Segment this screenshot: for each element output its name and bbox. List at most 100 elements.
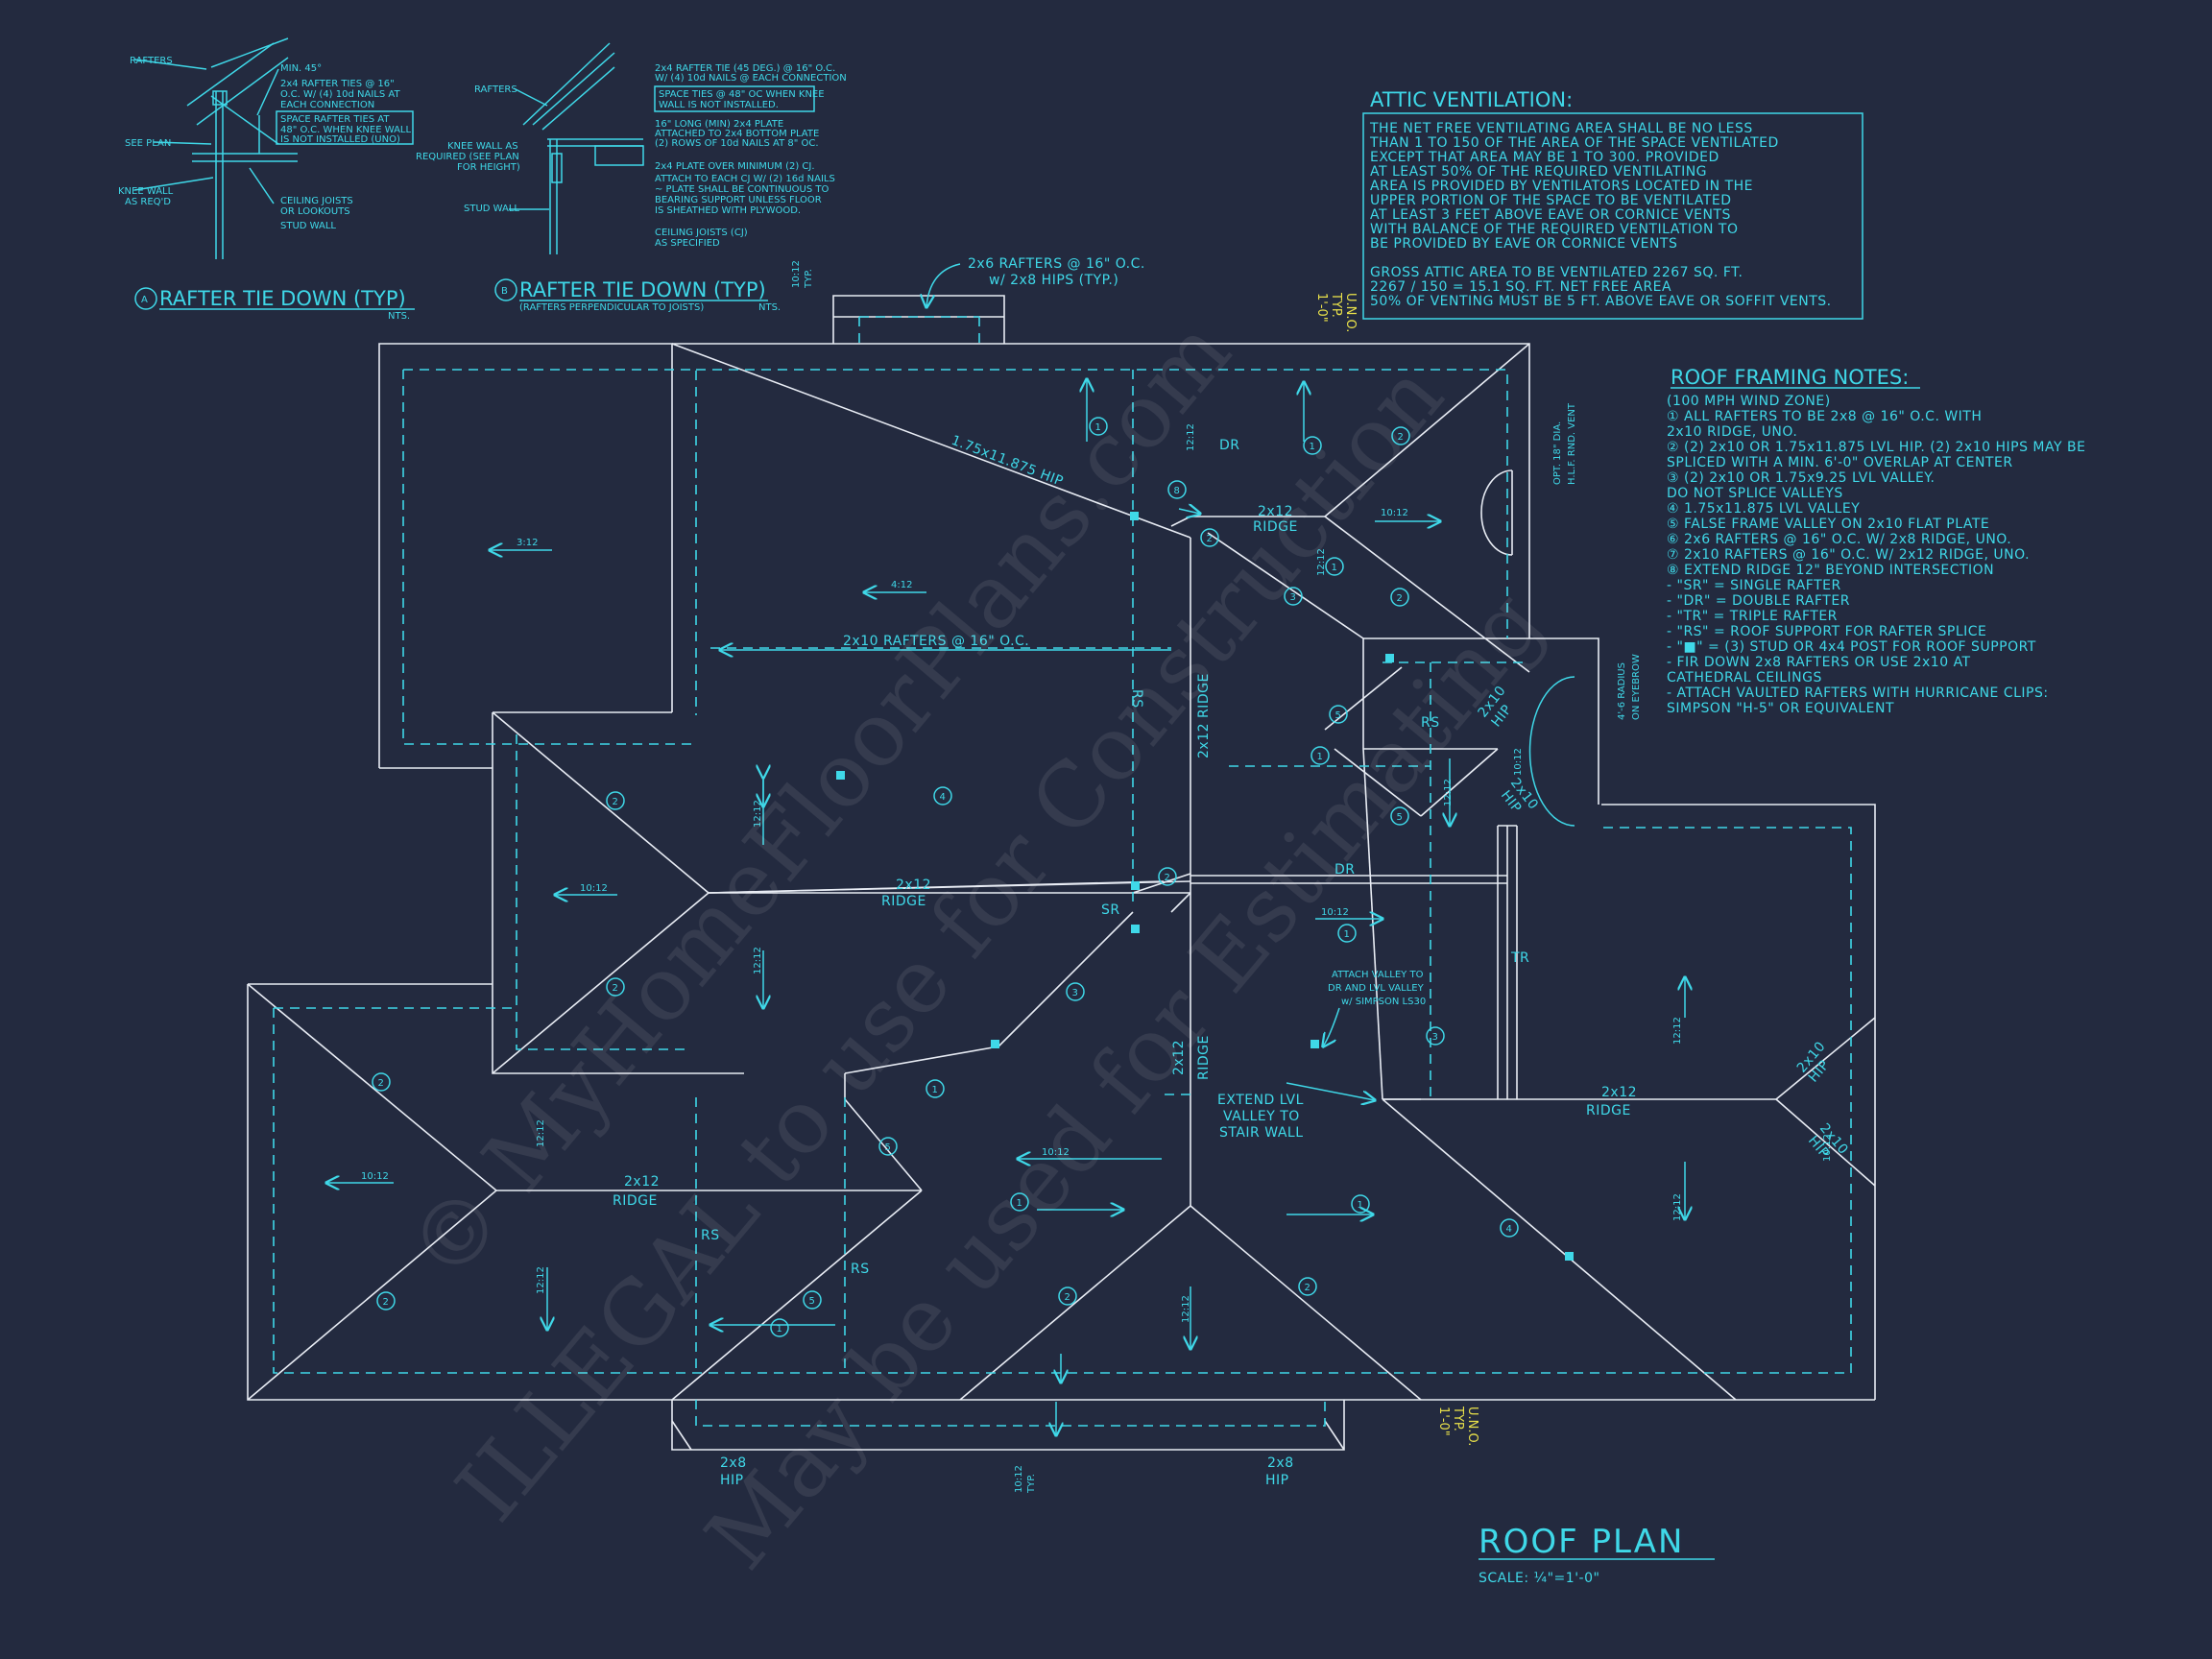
label-hip-2x8-right: 2x8 [1267,1455,1294,1471]
pitch-12-12-j: 12:12 [1443,779,1454,806]
note-ref-number: 5 [1397,812,1403,823]
roof-plan-labels: 2x6 RAFTERS @ 16" O.C. w/ 2x8 HIPS (TYP.… [613,256,1851,1494]
note-line: - "■" = (3) STUD OR 4x4 POST FOR ROOF SU… [1667,639,2036,655]
note-ref-circle [606,977,625,997]
note-line: - ATTACH VAULTED RAFTERS WITH HURRICANE … [1667,685,2049,701]
note-ref-number: 2 [1165,873,1170,883]
label-ridge-left: RIDGE [881,894,926,909]
note-a-space2: 48" O.C. WHEN KNEE WALL [280,125,411,135]
overhang-top-1: 1'-0" [1314,293,1329,323]
pitch-top-typ: 10:12 [791,260,802,288]
support-posts [836,512,1574,1261]
post-marker [1385,654,1394,662]
note-ref-circle [1089,417,1108,436]
framing-notes-block: ROOF FRAMING NOTES: (100 MPH WIND ZONE)①… [1667,366,2085,716]
note-line: ⑤ FALSE FRAME VALLEY ON 2x10 FLAT PLATE [1667,517,1989,532]
pitch-arrows [326,379,1685,1435]
note-ref-circle [1303,436,1322,455]
note-ref-number: 3 [1432,1032,1438,1043]
detail-b-rafter-tie-down: RAFTERS 2x4 RAFTER TIE (45 DEG.) @ 16" O… [416,42,847,313]
note-b-plate2: ATTACHED TO 2x4 BOTTOM PLATE [655,129,819,139]
note-b-plate5: ATTACH TO EACH CJ W/ (2) 16d NAILS [655,174,835,184]
note-ref-circle [1310,746,1330,765]
note-line: - FIR DOWN 2x8 RAFTERS OR USE 2x10 AT [1667,655,1971,670]
label-eyebrow-2: ON EYEBROW [1631,654,1642,720]
label-ridge-right-size: 2x12 [1601,1085,1637,1100]
note-line: THE NET FREE VENTILATING AREA SHALL BE N… [1369,121,1753,136]
note-ref-circle [372,1072,391,1092]
label-dr-top: DR [1219,438,1240,453]
note-ref-circle [1325,557,1344,576]
note-b-cj1: CEILING JOISTS (CJ) [655,228,748,238]
label-ridge-vertical: 2x12 RIDGE [1196,673,1212,758]
note-b-knee3: FOR HEIGHT) [457,162,520,173]
note-b-tie1: 2x4 RAFTER TIE (45 DEG.) @ 16" O.C. [655,63,835,74]
note-ref-number: 2 [1207,534,1213,544]
note-a-ties3: EACH CONNECTION [280,100,374,110]
label-extend-3: STAIR WALL [1219,1125,1304,1141]
detail-a-rafter-tie-down: RAFTERS MIN. 45° 2x4 RAFTER TIES @ 16" O… [118,37,415,322]
note-ref-number: 1 [1317,752,1323,762]
note-line: BE PROVIDED BY EAVE OR CORNICE VENTS [1370,236,1677,252]
label-vent-2: H.L.F. RND. VENT [1567,402,1577,485]
pitch-10-12-b: 10:12 [580,883,608,894]
note-ref-number: 2 [613,983,618,994]
note-ref-circle [1010,1192,1029,1212]
note-ref-number: 3 [1290,592,1296,603]
note-ref-circle [926,1079,945,1098]
label-rafters-top-2: w/ 2x8 HIPS (TYP.) [989,273,1118,288]
note-b-plate3: (2) ROWS OF 10d NAILS AT 8" OC. [655,138,819,149]
wall-dashed-lines [273,316,1852,1427]
note-line: (100 MPH WIND ZONE) [1667,394,1831,409]
note-b-plate8: IS SHEATHED WITH PLYWOOD. [655,205,801,216]
roof-plan-scale: SCALE: ¼"=1'-0" [1479,1571,1599,1586]
post-marker [836,771,845,780]
label-sr: SR [1101,902,1120,918]
note-ref-circle [1329,705,1348,724]
note-line: AREA IS PROVIDED BY VENTILATORS LOCATED … [1370,179,1753,194]
pitch-12-12-f: 12:12 [536,1266,546,1294]
note-line: AT LEAST 3 FEET ABOVE EAVE OR CORNICE VE… [1370,207,1731,223]
detail-a-title: RAFTER TIE DOWN (TYP) [159,287,406,310]
note-ref-number: 2 [613,797,618,807]
note-ref-circle [1390,806,1409,826]
label-ridge-lower-size: 2x12 [624,1174,660,1190]
note-b-stud: STUD WALL [464,204,519,214]
note-ref-number: 1 [1017,1198,1022,1209]
note-line: ⑥ 2x6 RAFTERS @ 16" O.C. W/ 2x8 RIDGE, U… [1667,532,2011,547]
overhang-bot-1: 1'-0" [1436,1407,1451,1436]
note-line: SPLICED WITH A MIN. 6'-0" OVERLAP AT CEN… [1667,455,2013,470]
detail-b-title: RAFTER TIE DOWN (TYP) [519,278,766,301]
note-ref-number: 2 [383,1297,389,1308]
label-ridge-left-size: 2x12 [896,878,931,893]
note-ref-circle [1298,1277,1317,1296]
label-ridge-right: RIDGE [1586,1103,1631,1118]
note-ref-circle [1500,1218,1519,1238]
note-line: CATHEDRAL CEILINGS [1667,670,1822,685]
post-marker [991,1040,999,1048]
framing-notes-title: ROOF FRAMING NOTES: [1671,366,1909,389]
note-b-space2: WALL IS NOT INSTALLED. [659,100,779,110]
label-ridge-lower: RIDGE [613,1193,658,1209]
note-line: SIMPSON "H-5" OR EQUIVALENT [1667,701,1894,716]
note-ref-number: 8 [1174,486,1180,496]
overhang-top-3: U.N.O. [1343,293,1358,332]
note-line: - "DR" = DOUBLE RAFTER [1667,593,1850,609]
label-ridge-vertical-2: RIDGE [1196,1035,1212,1080]
detail-b-scale: NTS. [758,302,781,313]
note-line: - "SR" = SINGLE RAFTER [1667,578,1841,593]
note-ref-circle [1284,587,1303,606]
label-rafters-mid: 2x10 RAFTERS @ 16" O.C. [843,634,1029,649]
label-rs-lower: RS [701,1228,720,1243]
note-b-plate4: 2x4 PLATE OVER MINIMUM (2) CJ. [655,161,815,172]
note-line: AT LEAST 50% OF THE REQUIRED VENTILATING [1370,164,1707,180]
pitch-12-12-i: 12:12 [1672,1193,1683,1221]
pitch-10-12-a: 10:12 [1381,508,1408,518]
note-a-ties2: O.C. W/ (4) 10d NAILS AT [280,89,400,100]
note-ref-number: 1 [1332,563,1337,573]
label-dr-mid: DR [1334,862,1356,878]
note-line: GROSS ATTIC AREA TO BE VENTILATED 2267 S… [1370,265,1743,280]
pitch-10-12-c: 10:12 [1321,907,1349,918]
roof-plan-title: ROOF PLAN [1479,1523,1684,1561]
detail-b-marker: B [501,286,508,297]
